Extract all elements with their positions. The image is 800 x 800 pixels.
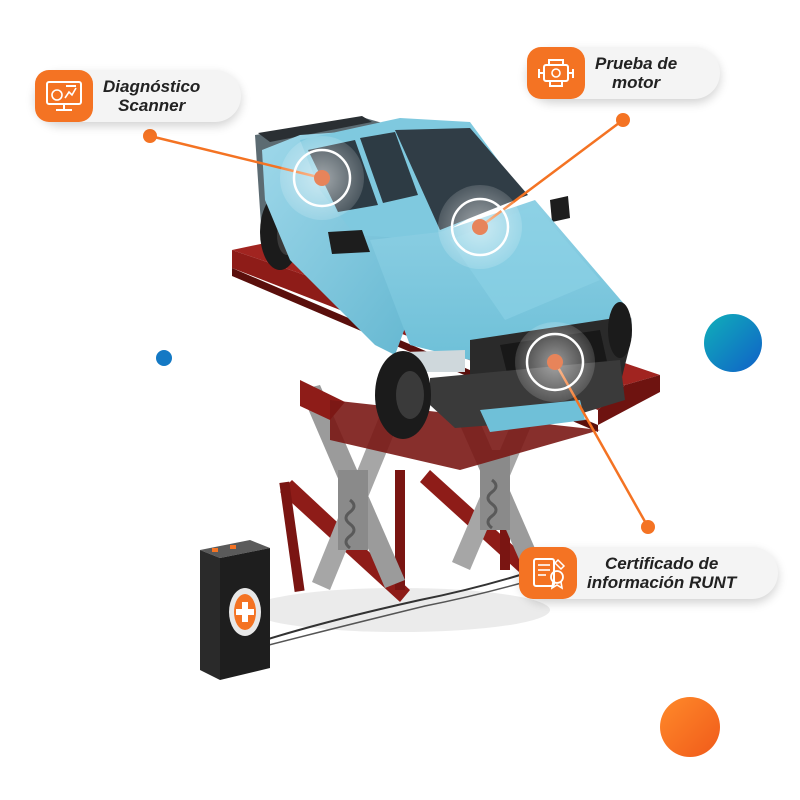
callout-certificado-runt[interactable]: Certificado de información RUNT [519,547,778,599]
monitor-diagnostics-icon [35,70,93,122]
callout-line-2: Scanner [118,96,186,115]
certificate-document-icon [519,547,577,599]
engine-icon [527,47,585,99]
hotspot-motor[interactable] [438,185,522,269]
callout-label: Diagnóstico Scanner [93,77,216,115]
callout-label: Prueba de motor [585,54,693,92]
callout-line-2: información RUNT [587,573,737,592]
callout-line-1: Prueba de [595,54,678,73]
callout-line-1: Certificado de [604,554,719,573]
hotspot-scanner[interactable] [280,136,364,220]
orange-dot-large [660,697,720,757]
callout-label: Certificado de información RUNT [577,554,752,592]
teal-dot-large [704,314,762,372]
callout-prueba-motor[interactable]: Prueba de motor [527,47,720,99]
callout-line-2: motor [612,73,661,92]
control-box [200,540,526,680]
callout-line-1: Diagnóstico [103,77,201,96]
callout-diagnostico-scanner[interactable]: Diagnóstico Scanner [35,70,241,122]
floor-shadow [250,588,550,632]
hotspot-runt[interactable] [515,322,595,402]
blue-dot-small [156,350,172,366]
